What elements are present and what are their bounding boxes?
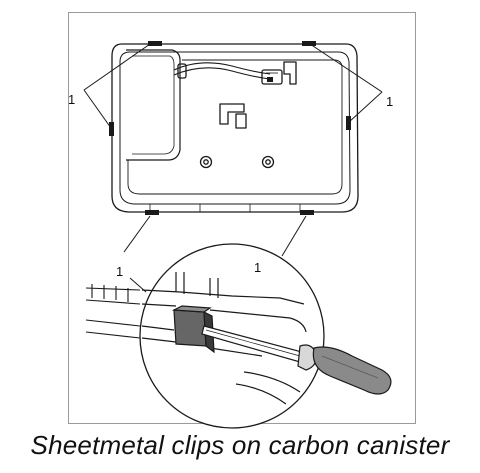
canister-clips — [109, 41, 351, 215]
detail-view — [85, 243, 392, 429]
clip-top-left — [148, 41, 162, 46]
clip-top-right — [302, 41, 316, 46]
clip-bottom-right — [300, 210, 314, 215]
clip-bottom-left — [145, 210, 159, 215]
carbon-canister — [111, 43, 359, 213]
clip-left — [109, 122, 114, 136]
callout-top-right: 1 — [386, 94, 393, 109]
callout-detail-left: 1 — [116, 264, 123, 279]
screwdriver — [201, 325, 392, 395]
callout-detail-right: 1 — [254, 260, 261, 275]
figure-caption: Sheetmetal clips on carbon canister — [30, 430, 450, 460]
callout-top-left: 1 — [68, 92, 75, 107]
carbon-canister-diagram: 1 1 1 1 — [68, 41, 393, 429]
clip-right — [346, 116, 351, 130]
